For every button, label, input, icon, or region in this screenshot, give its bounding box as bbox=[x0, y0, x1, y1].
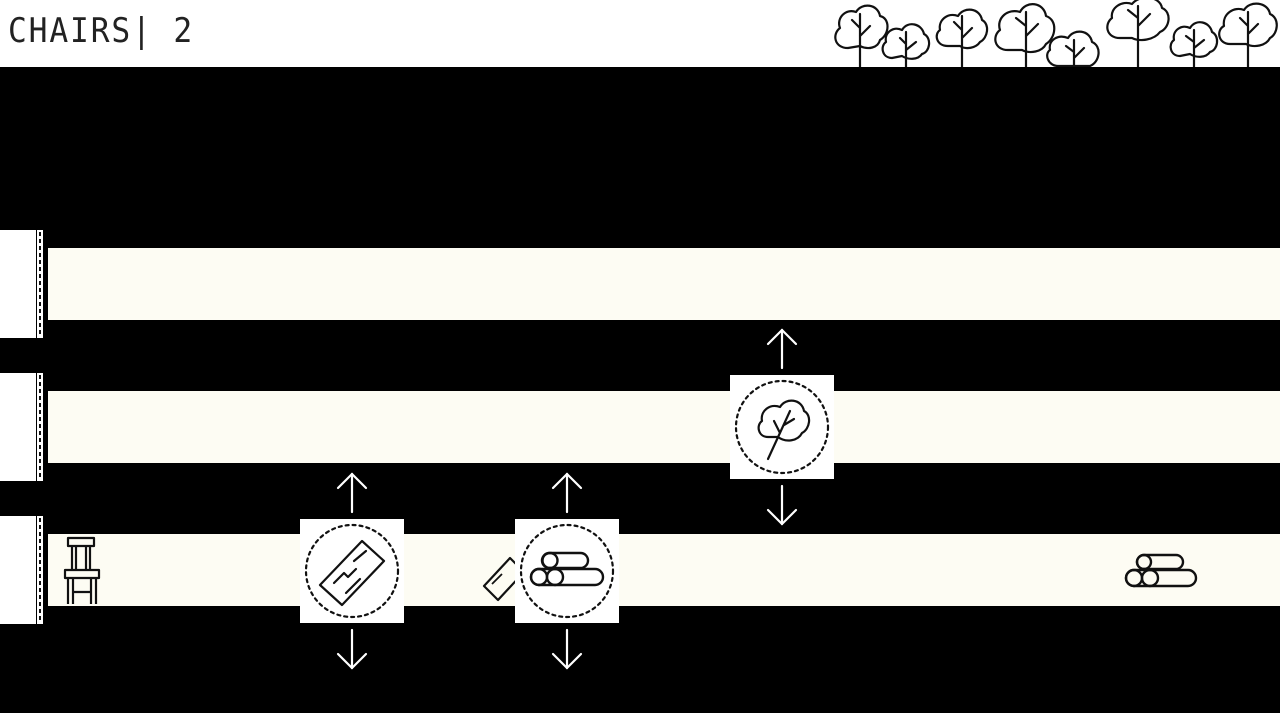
tree-icon bbox=[1106, 0, 1170, 67]
tree-icon bbox=[757, 399, 811, 461]
conveyor-belt-bottom bbox=[48, 534, 1280, 606]
arrow-up-icon[interactable] bbox=[550, 470, 584, 516]
arrow-down-icon[interactable] bbox=[550, 626, 584, 672]
chair-icon bbox=[62, 536, 102, 606]
header-bar: CHAIRS| 2 bbox=[0, 0, 1280, 67]
arrow-down-icon[interactable] bbox=[765, 482, 799, 528]
log-roller-machine[interactable] bbox=[515, 519, 619, 623]
log-pile-icon bbox=[529, 551, 605, 587]
sawmill-machine[interactable] bbox=[300, 519, 404, 623]
conveyor-start-cap-middle bbox=[0, 373, 36, 481]
tree-icon bbox=[994, 3, 1056, 67]
tree-planter-machine[interactable] bbox=[730, 375, 834, 479]
arrow-up-icon[interactable] bbox=[765, 326, 799, 372]
log-pile-icon[interactable] bbox=[1124, 551, 1198, 591]
tree-icon bbox=[834, 4, 889, 67]
conveyor-edge-dashes bbox=[37, 516, 43, 624]
tree-icon bbox=[1218, 2, 1278, 67]
conveyor-edge-dashes bbox=[37, 230, 43, 338]
chairs-counter: CHAIRS| 2 bbox=[8, 11, 195, 51]
arrow-up-icon[interactable] bbox=[335, 470, 369, 516]
conveyor-edge-dashes bbox=[37, 373, 43, 481]
forest-decoration bbox=[830, 0, 1280, 67]
plank-icon bbox=[318, 539, 386, 607]
tree-icon bbox=[881, 23, 931, 67]
tree-icon bbox=[935, 8, 989, 67]
conveyor-belt-middle bbox=[48, 391, 1280, 463]
conveyor-start-cap-top bbox=[0, 230, 36, 338]
conveyor-start-cap-bottom bbox=[0, 516, 36, 624]
arrow-down-icon[interactable] bbox=[335, 626, 369, 672]
conveyor-belt-top bbox=[48, 248, 1280, 320]
tree-icon bbox=[1046, 30, 1100, 67]
tree-icon bbox=[1169, 21, 1219, 67]
plank-icon[interactable] bbox=[480, 548, 526, 606]
